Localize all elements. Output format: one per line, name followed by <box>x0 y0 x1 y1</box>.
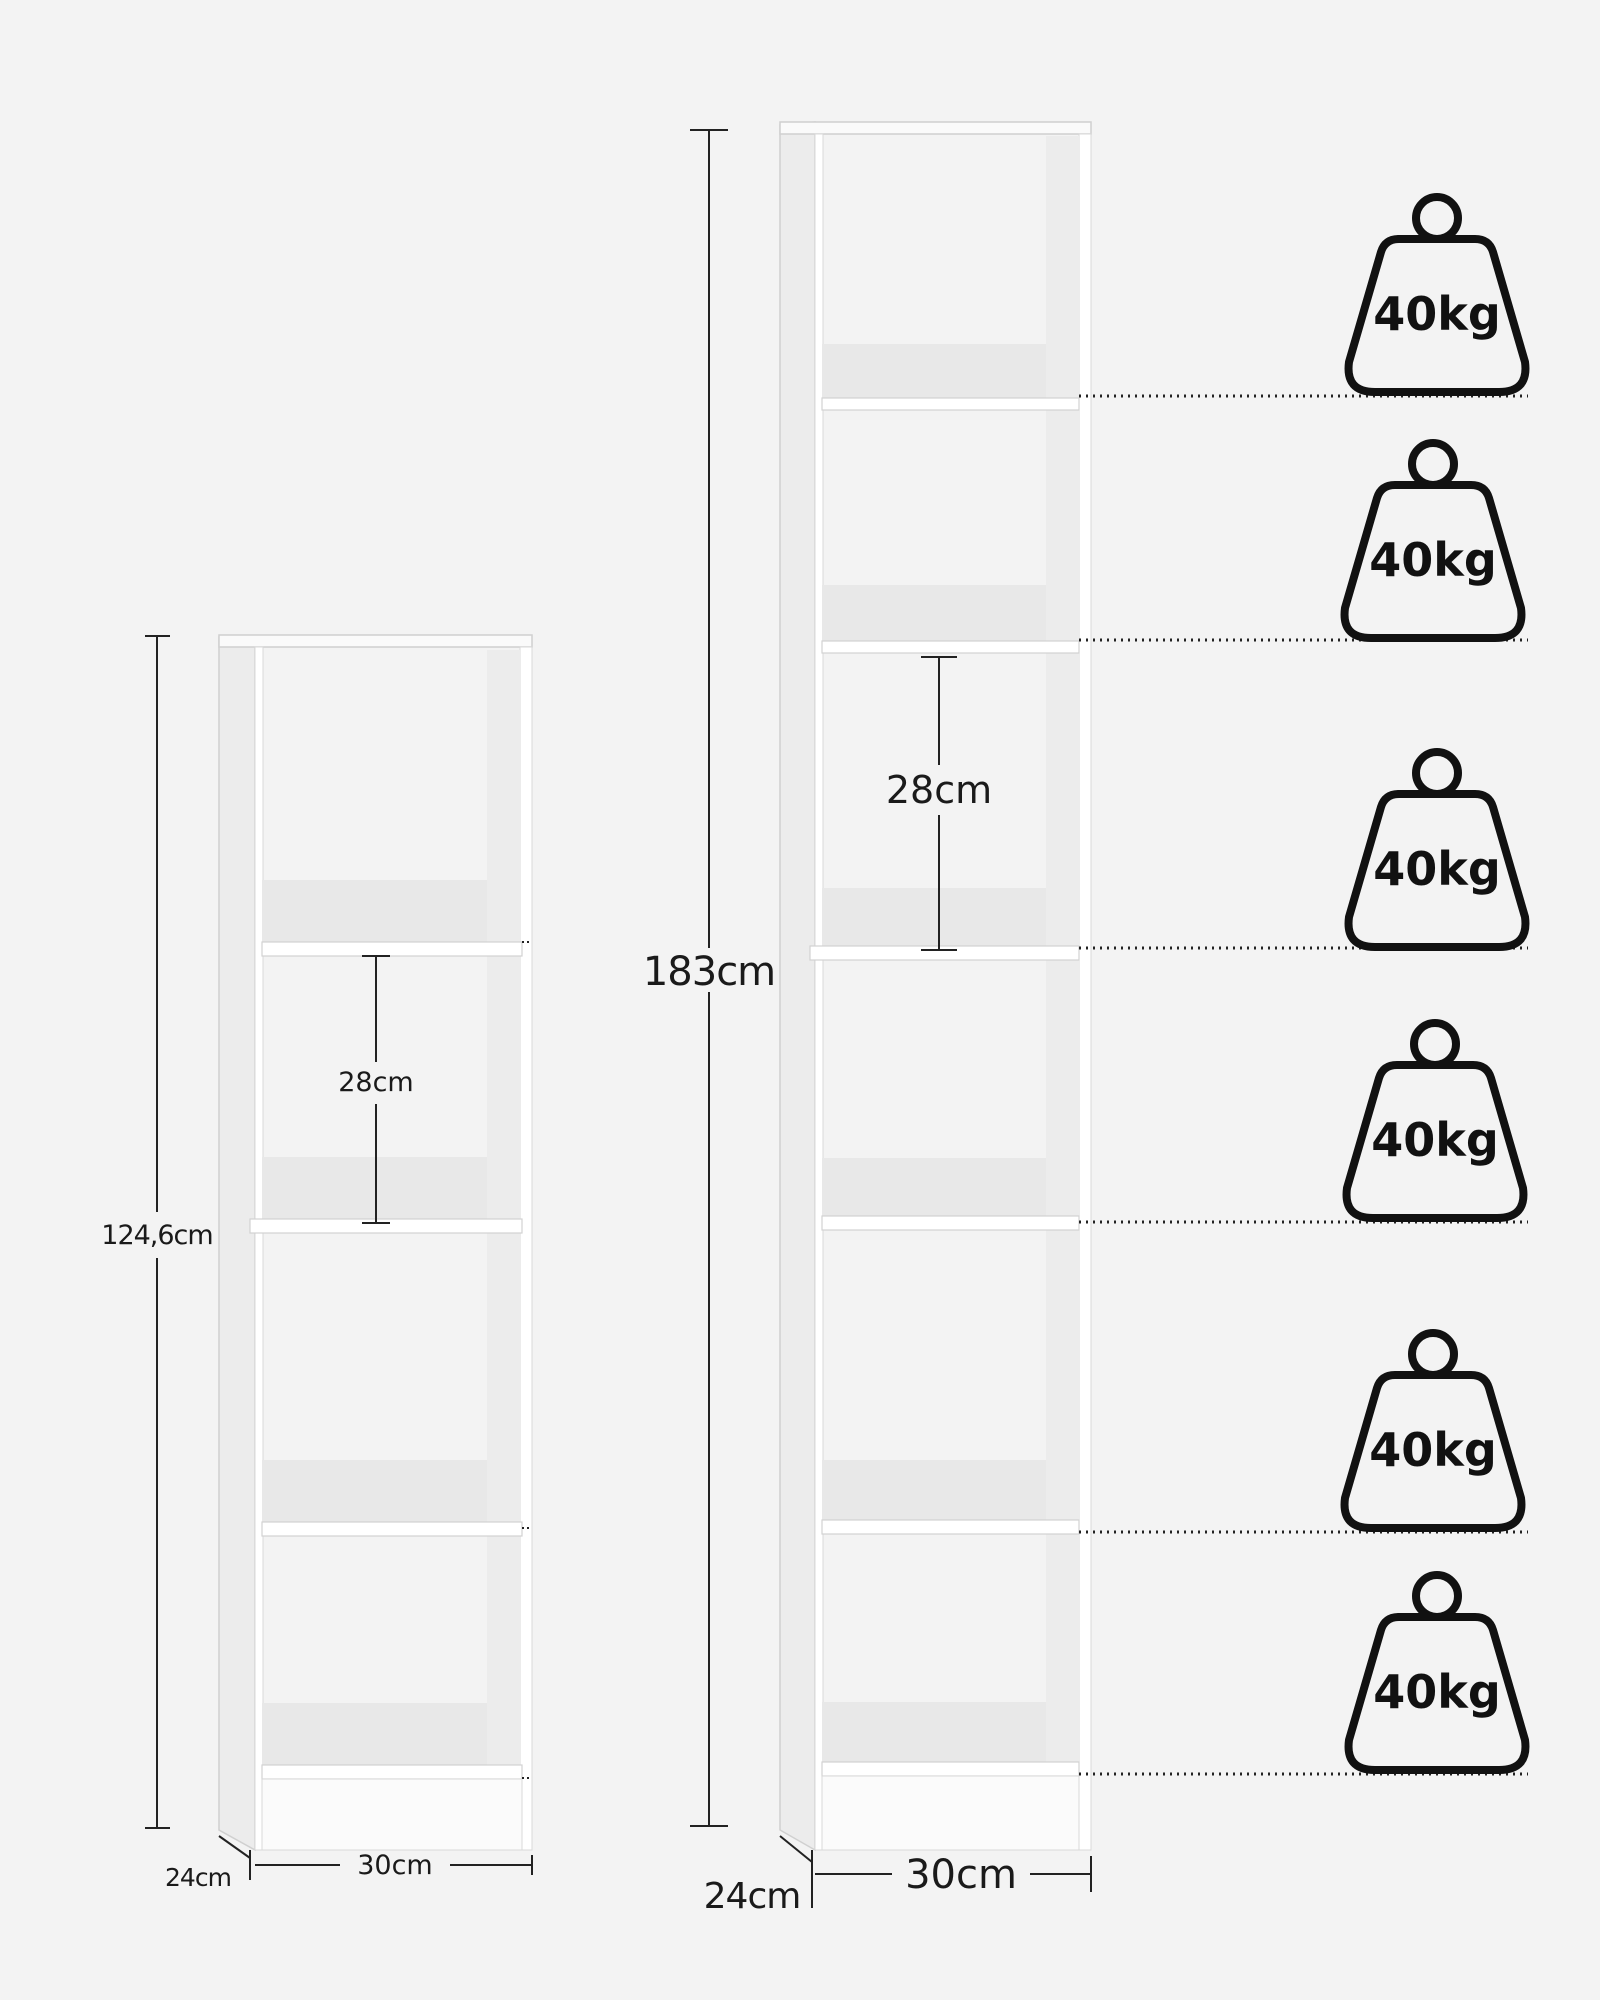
tall-shelf-back-2 <box>822 585 1046 641</box>
tall-shelf-side-panel <box>779 121 816 1852</box>
short-depth-label: 24cm <box>165 1863 231 1892</box>
tall-depth-dimension: 24cm <box>704 1835 813 1917</box>
short-depth-dimension: 24cm <box>165 1835 251 1892</box>
load-label-4: 40kg <box>1371 1113 1499 1167</box>
load-label-5: 40kg <box>1369 1423 1497 1477</box>
tall-shelf-top-panel <box>779 121 1092 135</box>
weight-icon: 40kg <box>1344 193 1530 396</box>
tall-shelf-back-3 <box>822 888 1046 946</box>
short-compartment-dimension: 28cm <box>338 955 414 1224</box>
short-shelf-top-panel <box>218 634 533 648</box>
tall-shelf-back-1 <box>822 344 1046 398</box>
short-shelf-side-panel <box>218 636 256 1852</box>
tall-width-label: 30cm <box>905 1852 1017 1898</box>
short-shelf-back-4 <box>262 1703 487 1765</box>
tall-shelf-plinth <box>821 1775 1080 1851</box>
short-width-dimension: 30cm <box>255 1850 533 1881</box>
tall-shelf-board-1 <box>821 397 1080 411</box>
tall-height-label: 183cm <box>643 949 775 995</box>
short-shelf-front-right <box>519 646 533 1851</box>
tall-depth-label: 24cm <box>704 1876 801 1917</box>
load-label-1: 40kg <box>1373 287 1501 341</box>
tall-shelf-front-left <box>814 133 824 1851</box>
short-shelf-back-3 <box>262 1460 487 1522</box>
short-compartment-label: 28cm <box>338 1067 414 1098</box>
weight-icon: 40kg <box>1344 1571 1530 1774</box>
short-shelf-board-4 <box>261 1764 523 1780</box>
load-label-6: 40kg <box>1373 1665 1501 1719</box>
weight-icon: 40kg <box>1340 439 1526 642</box>
short-shelf-front-left <box>254 646 264 1851</box>
tall-shelf <box>779 121 1528 1852</box>
tall-width-dimension: 30cm <box>815 1852 1092 1898</box>
tall-shelf-board-5 <box>821 1519 1080 1535</box>
weight-icon: 40kg <box>1342 1019 1528 1222</box>
short-shelf-inner-side <box>487 650 520 1850</box>
tall-shelf-inner-side <box>1046 136 1079 1850</box>
short-shelf-board-2 <box>249 1218 523 1234</box>
tall-shelf-board-2 <box>821 640 1080 654</box>
tall-height-dimension: 183cm <box>643 129 776 1827</box>
weight-icon: 40kg <box>1340 1329 1526 1532</box>
short-shelf-back-2 <box>262 1157 487 1219</box>
tall-compartment-label: 28cm <box>886 768 992 812</box>
tall-shelf-front-right <box>1078 133 1092 1851</box>
weight-icon-group: 40kg 40kg 40kg 40kg 40kg 40kg <box>1340 193 1530 1774</box>
short-height-dimension: 124,6cm <box>101 635 214 1829</box>
short-height-label: 124,6cm <box>101 1220 212 1251</box>
short-shelf-board-1 <box>261 941 523 957</box>
tall-shelf-board-3 <box>809 945 1080 961</box>
tall-shelf-board-6 <box>821 1761 1080 1777</box>
load-label-3: 40kg <box>1373 842 1501 896</box>
tall-shelf-board-4 <box>821 1215 1080 1231</box>
short-width-label: 30cm <box>357 1850 433 1881</box>
load-label-2: 40kg <box>1369 533 1497 587</box>
tall-shelf-back-6 <box>822 1702 1046 1762</box>
short-shelf-back-1 <box>262 880 487 942</box>
tall-shelf-back-5 <box>822 1460 1046 1520</box>
tall-compartment-dimension: 28cm <box>886 656 992 951</box>
short-shelf-board-3 <box>261 1521 523 1537</box>
short-shelf <box>218 634 533 1852</box>
short-shelf-plinth <box>261 1778 523 1851</box>
tall-shelf-back-4 <box>822 1158 1046 1216</box>
weight-icon: 40kg <box>1344 748 1530 951</box>
